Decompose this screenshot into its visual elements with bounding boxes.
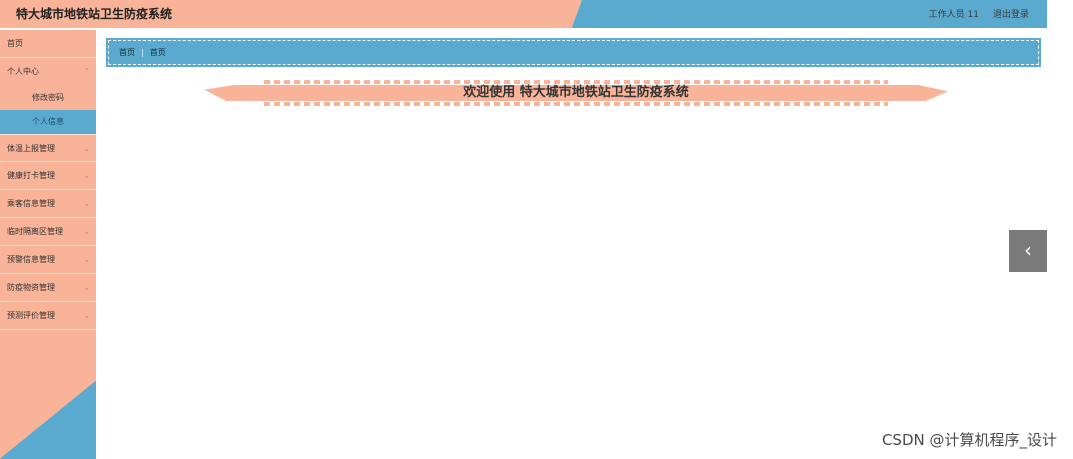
sidebar-item-warning[interactable]: 预警信息管理 ⌄ <box>0 246 96 274</box>
submenu-item-change-password[interactable]: 修改密码 <box>32 93 64 102</box>
chevron-left-icon: ‹ <box>1024 238 1032 262</box>
sidebar-item-isolation[interactable]: 临时隔离区管理 ⌄ <box>0 218 96 246</box>
user-label: 工作人员 11 <box>928 10 979 20</box>
breadcrumb: 首页 | 首页 <box>106 38 1041 67</box>
submenu-item-personal-info[interactable]: 个人信息 <box>0 110 96 134</box>
sidebar-item-supplies[interactable]: 防疫物资管理 ⌄ <box>0 274 96 302</box>
sidebar-item-evaluation[interactable]: 预测评价管理 ⌄ <box>0 302 96 330</box>
chevron-up-icon: ⌃ <box>83 67 90 76</box>
banner-band <box>204 85 948 101</box>
top-header: 特大城市地铁站卫生防疫系统 工作人员 11 退出登录 <box>0 0 1047 28</box>
app-title: 特大城市地铁站卫生防疫系统 <box>16 7 173 21</box>
collapse-button[interactable]: ‹ <box>1009 230 1047 272</box>
chevron-down-icon: ⌄ <box>83 255 90 264</box>
sidebar-item-home[interactable]: 首页 <box>0 30 96 58</box>
chevron-down-icon: ⌄ <box>83 199 90 208</box>
header-right: 工作人员 11 退出登录 <box>929 7 1029 20</box>
banner-decoration <box>264 102 888 106</box>
breadcrumb-separator: | <box>141 48 144 57</box>
sidebar-item-label: 健康打卡管理 <box>7 171 55 180</box>
sidebar-item-label: 体温上报管理 <box>7 144 55 153</box>
watermark: CSDN @计算机程序_设计 <box>881 431 1057 449</box>
sidebar-item-label: 临时隔离区管理 <box>7 227 63 236</box>
sidebar-item-label: 防疫物资管理 <box>7 283 55 292</box>
welcome-banner: 欢迎使用 特大城市地铁站卫生防疫系统 <box>204 80 948 106</box>
breadcrumb-current: 首页 <box>149 48 166 57</box>
chevron-down-icon: ⌄ <box>83 283 90 292</box>
welcome-text: 欢迎使用 特大城市地铁站卫生防疫系统 <box>463 85 689 100</box>
sidebar-item-label: 乘客信息管理 <box>7 199 55 208</box>
breadcrumb-home[interactable]: 首页 <box>119 48 135 57</box>
sidebar-item-label: 个人中心 <box>7 67 39 76</box>
chevron-down-icon: ⌄ <box>83 311 90 320</box>
sidebar-item-passenger[interactable]: 乘客信息管理 ⌄ <box>0 190 96 218</box>
sidebar-corner-decoration <box>0 381 96 459</box>
chevron-down-icon: ⌄ <box>83 227 90 236</box>
sidebar-item-label: 预警信息管理 <box>7 255 55 264</box>
sidebar-item-label: 预测评价管理 <box>7 311 55 320</box>
sidebar: 首页 个人中心 ⌃ 修改密码 个人信息 体温上报管理 ⌄ 健康打卡管理 ⌄ 乘客… <box>0 30 96 459</box>
sidebar-item-health-checkin[interactable]: 健康打卡管理 ⌄ <box>0 162 96 190</box>
sidebar-item-personal-center[interactable]: 个人中心 ⌃ <box>0 58 96 86</box>
sidebar-item-temperature[interactable]: 体温上报管理 ⌄ <box>0 134 96 162</box>
chevron-down-icon: ⌄ <box>83 171 90 180</box>
submenu-item-label: 个人信息 <box>32 117 64 126</box>
banner-decoration <box>264 80 888 84</box>
sidebar-item-label: 首页 <box>7 39 23 48</box>
logout-link[interactable]: 退出登录 <box>992 10 1029 20</box>
chevron-down-icon: ⌄ <box>83 144 90 153</box>
